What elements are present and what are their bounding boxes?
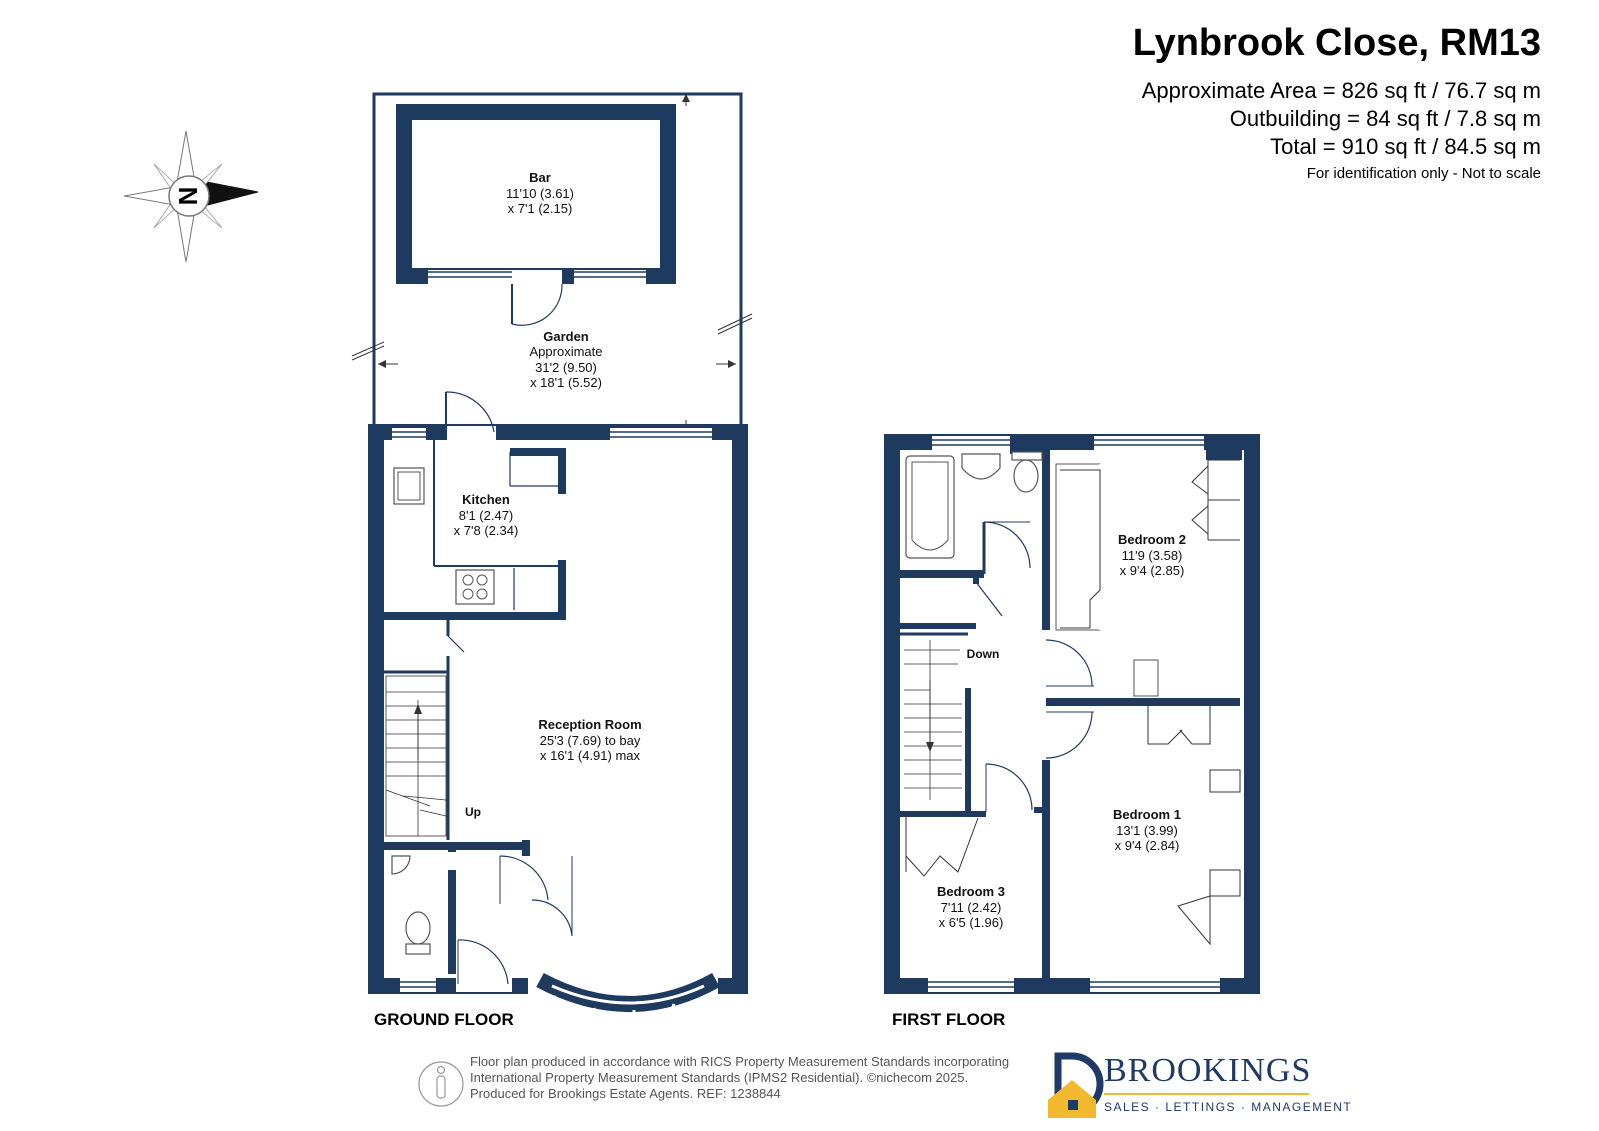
footer-line-3: Produced for Brookings Estate Agents. RE… (470, 1086, 781, 1101)
bar-dim2: x 7'1 (2.15) (508, 201, 573, 216)
footer-line-2: International Property Measurement Stand… (470, 1070, 969, 1085)
identification-note: For identification only - Not to scale (1306, 165, 1541, 182)
stairs-up-label: Up (465, 805, 481, 819)
reception-label: Reception Room (538, 717, 641, 732)
ground-floor-label: GROUND FLOOR (374, 1010, 514, 1029)
bar-label: Bar (529, 170, 551, 185)
page-title: Lynbrook Close, RM13 (1132, 22, 1541, 64)
bedroom3-label: Bedroom 3 (937, 884, 1005, 899)
brookings-logo-icon (1048, 1052, 1104, 1118)
person-icon (418, 1061, 464, 1107)
kitchen-dim1: 8'1 (2.47) (459, 508, 514, 523)
bedroom3-dim2: x 6'5 (1.96) (939, 915, 1004, 930)
kitchen-dim2: x 7'8 (2.34) (454, 523, 519, 538)
garden-dim0: Approximate (530, 344, 603, 359)
bedroom1-label: Bedroom 1 (1113, 807, 1181, 822)
total-area: Total = 910 sq ft / 84.5 sq m (1270, 134, 1541, 159)
compass-rose-icon: N (123, 130, 259, 263)
footer-notes: Floor plan produced in accordance with R… (470, 1054, 1009, 1102)
first-floor-plan (884, 434, 1260, 994)
kitchen-label: Kitchen (462, 492, 510, 507)
bedroom2-dim2: x 9'4 (2.85) (1120, 563, 1185, 578)
garden-dim2: x 18'1 (5.52) (530, 375, 602, 390)
brand-tagline: SALES · LETTINGS · MANAGEMENT (1104, 1100, 1353, 1114)
approximate-area: Approximate Area = 826 sq ft / 76.7 sq m (1141, 78, 1541, 103)
garden-label: Garden (543, 329, 589, 344)
ground-floor-plan (351, 92, 753, 1022)
bar-dim1: 11'10 (3.61) (506, 186, 574, 201)
stairs-down-label: Down (967, 647, 1000, 661)
bedroom2-label: Bedroom 2 (1118, 532, 1186, 547)
brand-name: BROOKINGS (1104, 1052, 1312, 1089)
compass-letter: N (173, 187, 203, 206)
outbuilding-area: Outbuilding = 84 sq ft / 7.8 sq m (1229, 106, 1541, 131)
bedroom1-dim1: 13'1 (3.99) (1116, 823, 1178, 838)
bedroom3-dim1: 7'11 (2.42) (941, 900, 1002, 915)
room-labels: Bar 11'10 (3.61) x 7'1 (2.15) Garden App… (454, 170, 1186, 930)
garden-dim1: 31'2 (9.50) (535, 360, 597, 375)
footer-line-1: Floor plan produced in accordance with R… (470, 1054, 1010, 1069)
brand-underline (1104, 1093, 1309, 1095)
bedroom1-dim2: x 9'4 (2.84) (1115, 838, 1180, 853)
first-floor-label: FIRST FLOOR (892, 1010, 1006, 1029)
reception-dim2: x 16'1 (4.91) max (540, 748, 641, 763)
bedroom2-dim1: 11'9 (3.58) (1122, 548, 1183, 563)
reception-dim1: 25'3 (7.69) to bay (540, 733, 641, 748)
